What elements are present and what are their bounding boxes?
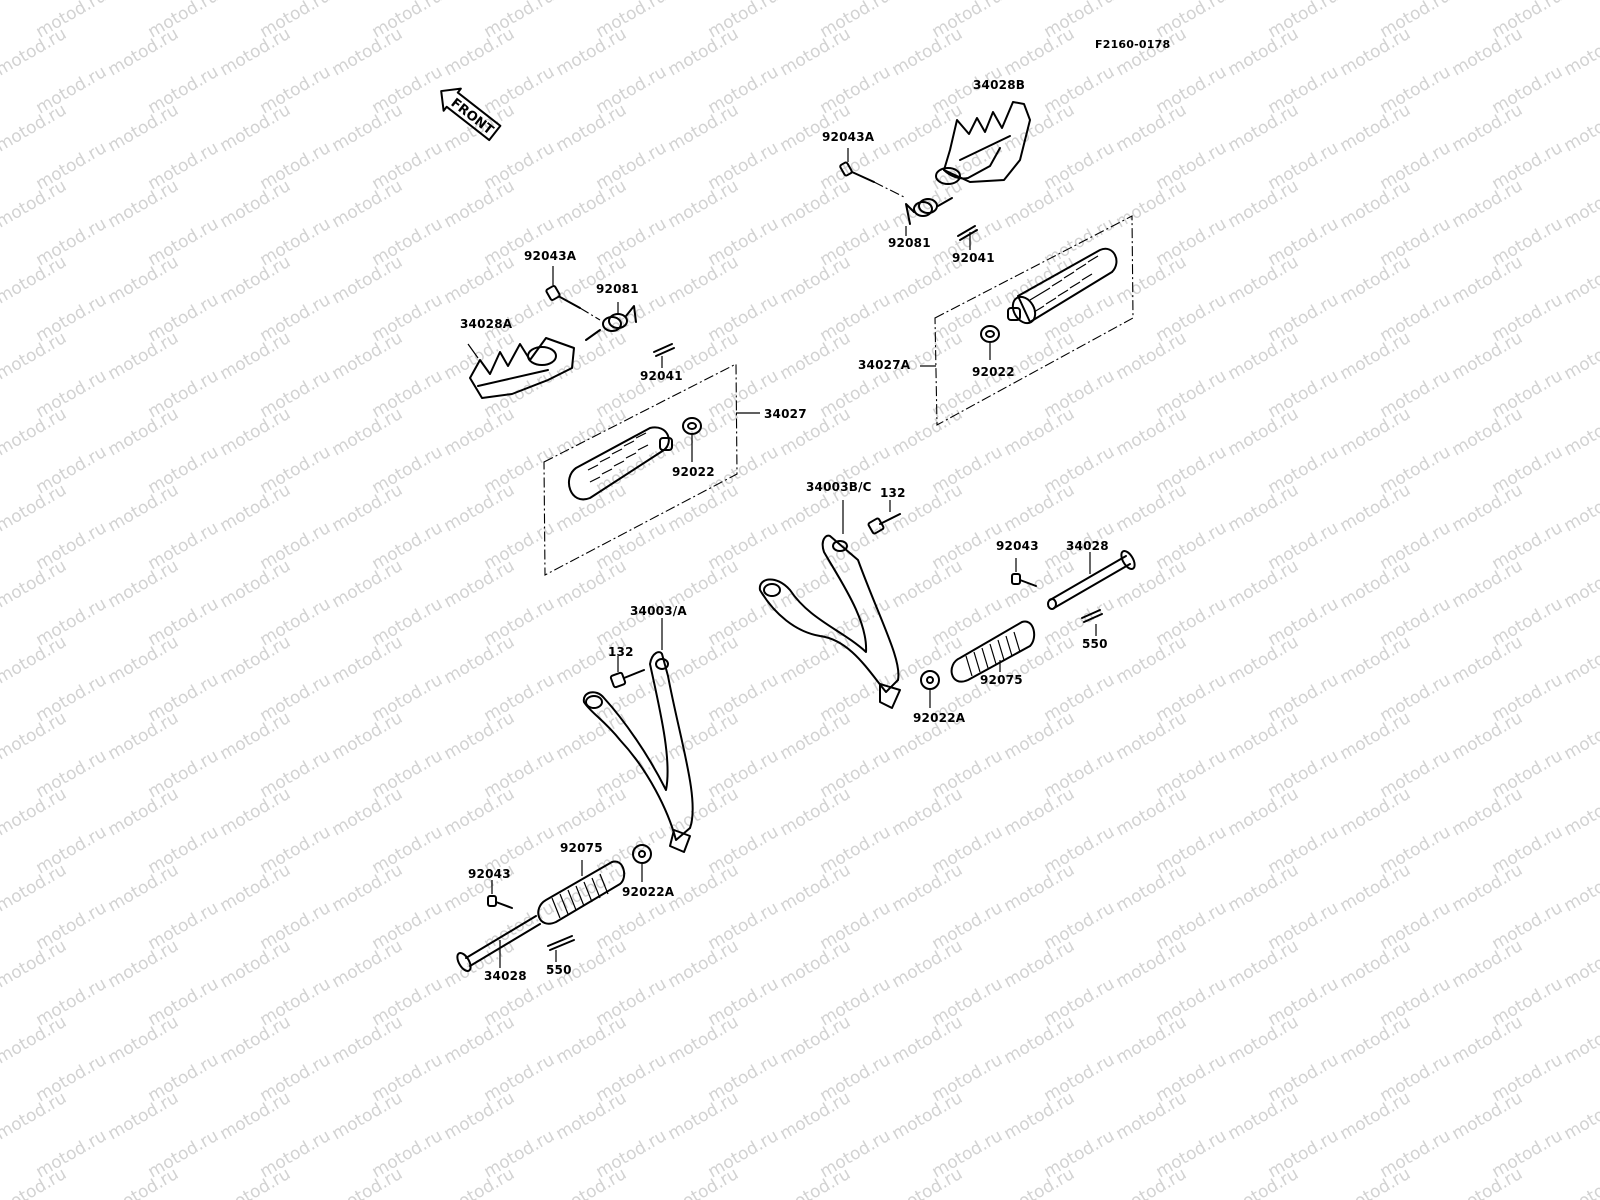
pin-34028-right [1047,549,1136,610]
bolt-132-left [609,656,645,689]
bracket-34003bc [758,500,901,709]
footpeg-34028b [935,101,1031,185]
label-550-right: 550 [1082,637,1108,651]
label-34028-left: 34028 [484,969,527,983]
label-92043-left: 92043 [468,867,511,881]
label-34027a: 34027A [858,358,911,372]
box-34027a [920,215,1134,426]
label-550-left: 550 [546,963,572,977]
bolt-92043-left [487,880,513,909]
washer-92022a-right [920,670,940,708]
pin-34028-left [456,915,541,973]
pin-92041-left [653,343,675,368]
pin-92041-top [957,225,978,250]
bolt-92043a-top [839,148,907,199]
label-92081-left: 92081 [596,282,639,296]
label-92041-top: 92041 [952,251,995,265]
label-34003bc: 34003B/C [806,480,872,494]
bolt-92043-right [1011,558,1037,587]
label-34028-right: 34028 [1066,539,1109,553]
bolt-92043a-left [545,266,601,321]
box-34027 [543,363,760,576]
label-92043a-left: 92043A [524,249,577,263]
front-arrow: FRONT [440,87,502,142]
label-92043-right: 92043 [996,539,1039,553]
label-92022a-right: 92022A [913,711,966,725]
label-92022-right: 92022 [972,365,1015,379]
label-92041-left: 92041 [640,369,683,383]
label-132-left: 132 [608,645,634,659]
label-92043a-top: 92043A [822,130,875,144]
label-34003a: 34003/A [630,604,687,618]
figure-code: F2160-0178 [1095,38,1171,51]
label-92081-top: 92081 [888,236,931,250]
label-92075-right: 92075 [980,673,1023,687]
label-92075-left: 92075 [560,841,603,855]
label-34027: 34027 [764,407,807,421]
bracket-34003a [582,618,694,853]
label-132-right: 132 [880,486,906,500]
footpeg-34028a [467,337,575,399]
spring-92081-left [585,302,637,341]
spring-92081-top [905,197,953,236]
spring-92075-right [950,620,1036,683]
cotter-550-right [1081,609,1103,636]
label-92022-left: 92022 [672,465,715,479]
spring-92075-left [537,860,626,925]
label-34028b: 34028B [973,78,1026,92]
label-92022a-left: 92022A [622,885,675,899]
bolt-132-right [867,500,901,535]
washer-92022a-left [632,844,652,882]
label-34028a: 34028A [460,317,513,331]
cotter-550-left [547,935,575,962]
